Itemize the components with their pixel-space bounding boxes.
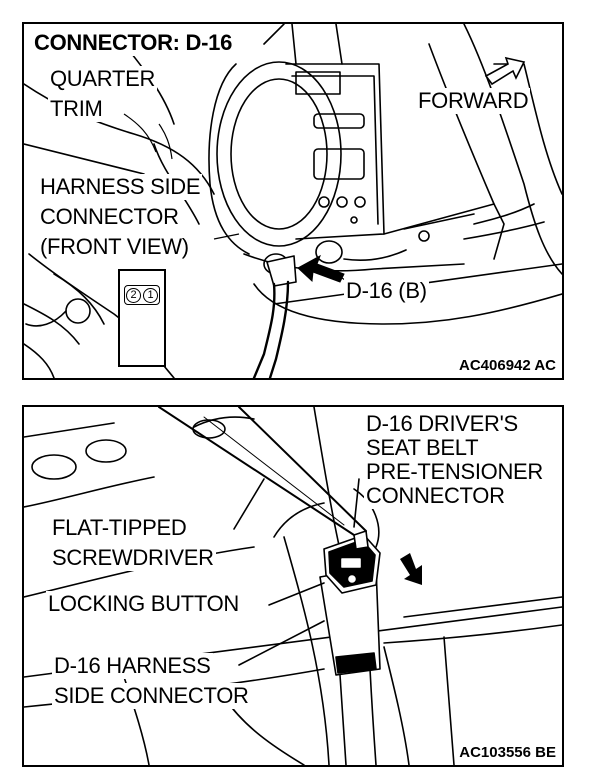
pretensioner-label-line2: SEAT BELT xyxy=(364,435,481,461)
quarter-trim-label-line2: TRIM xyxy=(48,96,105,122)
forward-arrow-icon xyxy=(484,56,526,86)
pretensioner-label-line1: D-16 DRIVER'S xyxy=(364,411,520,437)
pin-number-2: 2 xyxy=(126,287,141,303)
harness-side-label-line1: HARNESS SIDE xyxy=(38,174,203,200)
pin-number-1: 1 xyxy=(143,287,158,303)
connector-title: CONNECTOR: D-16 xyxy=(32,30,235,56)
screwdriver-label-line1: FLAT-TIPPED xyxy=(50,515,189,541)
harness-connector-label-line2: SIDE CONNECTOR xyxy=(52,683,251,709)
pretensioner-label-line4: CONNECTOR xyxy=(364,483,507,509)
quarter-trim-label-line1: QUARTER xyxy=(48,66,158,92)
d16-b-callout: D-16 (B) xyxy=(344,278,429,304)
harness-side-label-line3: (FRONT VIEW) xyxy=(38,234,191,260)
connector-unlocking-illustration xyxy=(24,407,562,765)
figure-code-top: AC406942 AC xyxy=(457,357,558,374)
seat-belt-retractor-illustration xyxy=(24,24,562,378)
bottom-illustration-panel: D-16 DRIVER'S SEAT BELT PRE-TENSIONER CO… xyxy=(22,405,564,767)
harness-side-label-line2: CONNECTOR xyxy=(38,204,181,230)
harness-connector-label-line1: D-16 HARNESS xyxy=(52,653,213,679)
pretensioner-label-line3: PRE-TENSIONER xyxy=(364,459,546,485)
push-direction-arrow-icon xyxy=(400,553,422,585)
screwdriver-label-line2: SCREWDRIVER xyxy=(50,545,216,571)
connector-front-view: 2 1 xyxy=(118,269,166,367)
top-illustration-panel: 2 1 CONNECTOR: D-16 QUARTER TRIM FORWARD… xyxy=(22,22,564,380)
forward-label: FORWARD xyxy=(416,88,531,114)
figure-code-bottom: AC103556 BE xyxy=(457,744,558,761)
locking-button-label: LOCKING BUTTON xyxy=(46,591,241,617)
connector-pin-face: 2 1 xyxy=(124,285,160,305)
